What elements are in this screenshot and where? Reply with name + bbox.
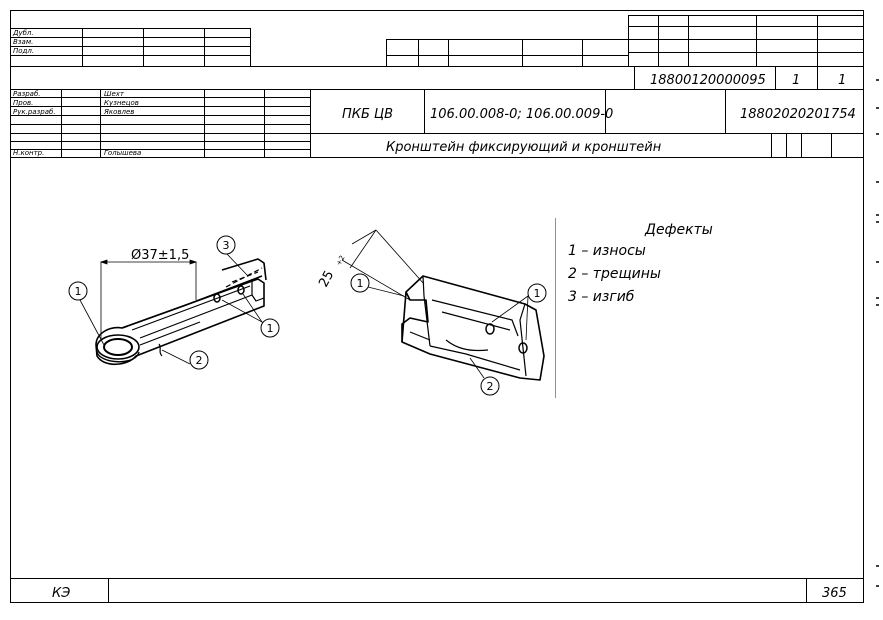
dimension-diameter: Ø37±1,5 xyxy=(131,248,189,263)
legend-item-2: 2 – трещины xyxy=(568,266,661,282)
role-nkontr: Н.контр. xyxy=(13,149,44,157)
role-razrab: Разраб. xyxy=(13,90,41,98)
label-dubl: Дубл. xyxy=(12,29,34,37)
right-bracket-drawing xyxy=(401,275,545,381)
label-vzam: Взам. xyxy=(13,38,33,46)
sheets-total: 1 xyxy=(838,73,846,88)
doc-code-2: 18802020201754 xyxy=(740,107,856,122)
legend-title: Дефекты xyxy=(644,222,713,238)
callout-right-2: 2 xyxy=(487,380,494,393)
callouts-right xyxy=(350,273,547,396)
sheet-number: 1 xyxy=(792,73,800,88)
document-title: Кронштейн фиксирующий и кронштейн xyxy=(386,140,662,155)
name-nkontr: Голышева xyxy=(104,149,141,157)
org-name: ПКБ ЦВ xyxy=(342,107,393,122)
legend-item-1: 1 – износы xyxy=(568,243,646,259)
page-number: 365 xyxy=(822,586,847,601)
sheet-frame xyxy=(10,10,864,603)
legend-item-3: 3 – изгиб xyxy=(568,289,635,305)
doc-code-1: 18800120000095 xyxy=(650,73,766,88)
callout-left-1b: 1 xyxy=(267,322,274,335)
dimension-angle: 25 xyxy=(316,268,337,290)
callout-left-1a: 1 xyxy=(75,285,82,298)
role-ruk: Рук.разраб. xyxy=(13,108,56,116)
name-razrab: Шехт xyxy=(104,90,125,98)
drawing-numbers: 106.00.008-0; 106.00.009-0 xyxy=(430,107,613,122)
footer-left-code: КЭ xyxy=(52,586,70,601)
role-prov: Пров. xyxy=(13,99,33,107)
callout-right-1b: 1 xyxy=(534,287,541,300)
callout-left-2: 2 xyxy=(196,354,203,367)
callout-left-3: 3 xyxy=(223,239,230,252)
label-podl: Подл. xyxy=(13,47,34,55)
right-bracket-dimensions xyxy=(341,229,529,379)
name-ruk: Яковлев xyxy=(103,108,134,116)
callouts-left xyxy=(68,235,280,370)
dimension-angle-tolerance: +2 xyxy=(335,254,347,267)
left-bracket-drawing xyxy=(95,258,267,366)
callout-right-1a: 1 xyxy=(357,277,364,290)
name-prov: Кузнецов xyxy=(104,99,139,107)
